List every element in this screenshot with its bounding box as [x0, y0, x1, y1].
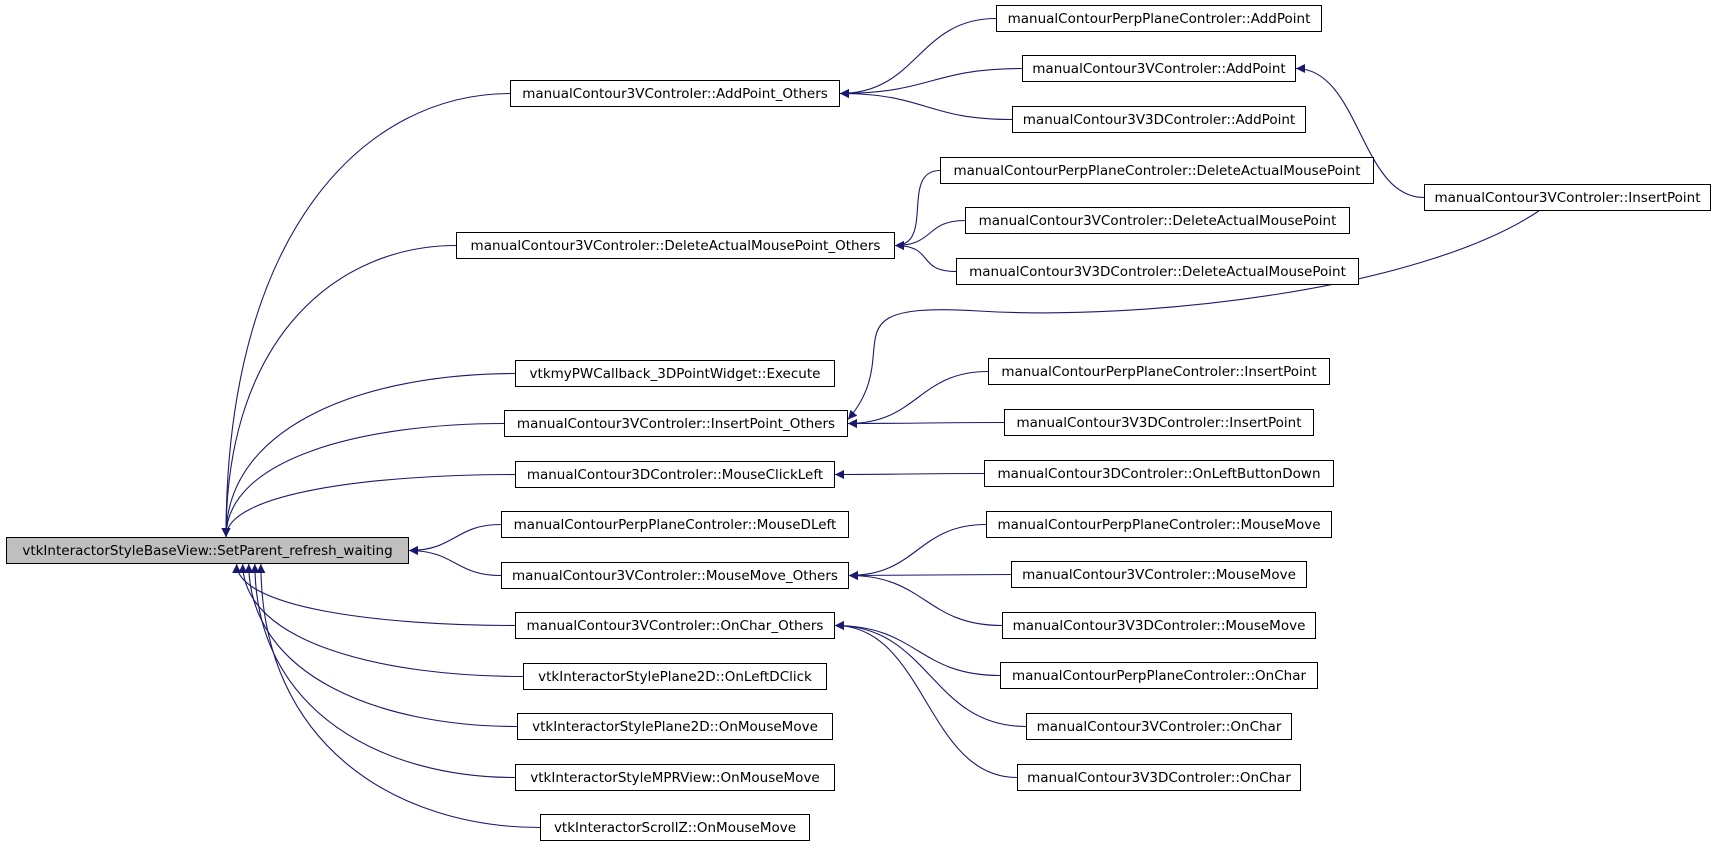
node-3v-onchar[interactable]: manualContour3VControler::OnChar	[1026, 713, 1292, 740]
edge-15-to-1	[839, 89, 1013, 121]
edge-9-to-0	[238, 563, 524, 678]
node-3v-addpoint[interactable]: manualContour3VControler::AddPoint	[1022, 55, 1296, 82]
edge-13-to-1	[839, 17, 997, 98]
edge-28-to-4	[847, 210, 1540, 420]
edge-6-to-0	[408, 523, 502, 555]
edge-27-to-8	[834, 621, 1018, 779]
edge-1-to-0	[221, 92, 511, 538]
edge-23-to-7	[848, 570, 1012, 580]
edge-17-to-2	[894, 219, 966, 250]
node-perpplane-onchar[interactable]: manualContourPerpPlaneControler::OnChar	[1000, 662, 1318, 689]
node-insertpoint-others[interactable]: manualContour3VControler::InsertPoint_Ot…	[504, 410, 848, 437]
edge-4-to-0	[221, 422, 505, 538]
node-3v-deleteactualmousepoint[interactable]: manualContour3VControler::DeleteActualMo…	[965, 207, 1350, 234]
node-mprview-onmousemove[interactable]: vtkInteractorStyleMPRView::OnMouseMove	[515, 764, 835, 791]
edge-16-to-2	[894, 169, 941, 250]
node-plane2d-onleftdclick[interactable]: vtkInteractorStylePlane2D::OnLeftDClick	[523, 663, 827, 690]
node-deleteactualmousepoint-others[interactable]: manualContour3VControler::DeleteActualMo…	[456, 232, 895, 259]
node-perpplane-deleteactualmousepoint[interactable]: manualContourPerpPlaneControler::DeleteA…	[940, 157, 1374, 184]
node-3v3d-mousemove[interactable]: manualContour3V3DControler::MouseMove	[1002, 612, 1316, 639]
node-3v3d-addpoint[interactable]: manualContour3V3DControler::AddPoint	[1012, 106, 1306, 133]
node-3v3d-deleteactualmousepoint[interactable]: manualContour3V3DControler::DeleteActual…	[956, 258, 1359, 285]
node-pwcallback-execute[interactable]: vtkmyPWCallback_3DPointWidget::Execute	[515, 360, 835, 387]
node-mousedleft[interactable]: manualContourPerpPlaneControler::MouseDL…	[501, 511, 849, 538]
edge-10-to-0	[244, 563, 518, 728]
node-perpplane-insertpoint[interactable]: manualContourPerpPlaneControler::InsertP…	[988, 358, 1330, 385]
edge-3-to-0	[221, 372, 516, 538]
edge-7-to-0	[408, 546, 502, 577]
edge-14-to-1	[839, 67, 1023, 98]
node-perpplane-addpoint[interactable]: manualContourPerpPlaneControler::AddPoin…	[996, 5, 1322, 32]
node-perpplane-mousemove[interactable]: manualContourPerpPlaneControler::MouseMo…	[986, 511, 1332, 538]
edge-28-to-14	[1295, 64, 1425, 199]
edge-26-to-8	[834, 621, 1027, 728]
edge-22-to-7	[848, 523, 987, 580]
node-plane2d-onmousemove[interactable]: vtkInteractorStylePlane2D::OnMouseMove	[517, 713, 833, 740]
node-root[interactable]: vtkInteractorStyleBaseView::SetParent_re…	[6, 537, 409, 564]
edge-20-to-4	[847, 418, 1005, 428]
edge-11-to-0	[250, 563, 516, 779]
node-3v-mousemove[interactable]: manualContour3VControler::MouseMove	[1011, 561, 1307, 588]
edge-25-to-8	[834, 621, 1001, 677]
edge-12-to-0	[256, 563, 541, 829]
node-onchar-others[interactable]: manualContour3VControler::OnChar_Others	[515, 612, 835, 639]
node-addpoint-others[interactable]: manualContour3VControler::AddPoint_Other…	[510, 80, 840, 107]
node-scrollz-onmousemove[interactable]: vtkInteractorScrollZ::OnMouseMove	[540, 814, 810, 841]
edge-8-to-0	[232, 563, 516, 627]
node-mousemove-others[interactable]: manualContour3VControler::MouseMove_Othe…	[501, 562, 849, 589]
node-3v-insertpoint[interactable]: manualContour3VControler::InsertPoint	[1424, 184, 1711, 211]
node-3v3d-insertpoint[interactable]: manualContour3V3DControler::InsertPoint	[1004, 409, 1314, 436]
edge-21-to-5	[834, 469, 985, 479]
edge-5-to-0	[221, 473, 516, 538]
node-onleftbuttondown[interactable]: manualContour3DControler::OnLeftButtonDo…	[984, 460, 1334, 487]
node-mouseclickleft[interactable]: manualContour3DControler::MouseClickLeft	[515, 461, 835, 488]
edge-24-to-7	[848, 571, 1003, 627]
edge-19-to-4	[847, 370, 989, 428]
node-3v3d-onchar[interactable]: manualContour3V3DControler::OnChar	[1017, 764, 1301, 791]
edge-18-to-2	[894, 241, 957, 273]
edge-2-to-0	[221, 244, 457, 538]
